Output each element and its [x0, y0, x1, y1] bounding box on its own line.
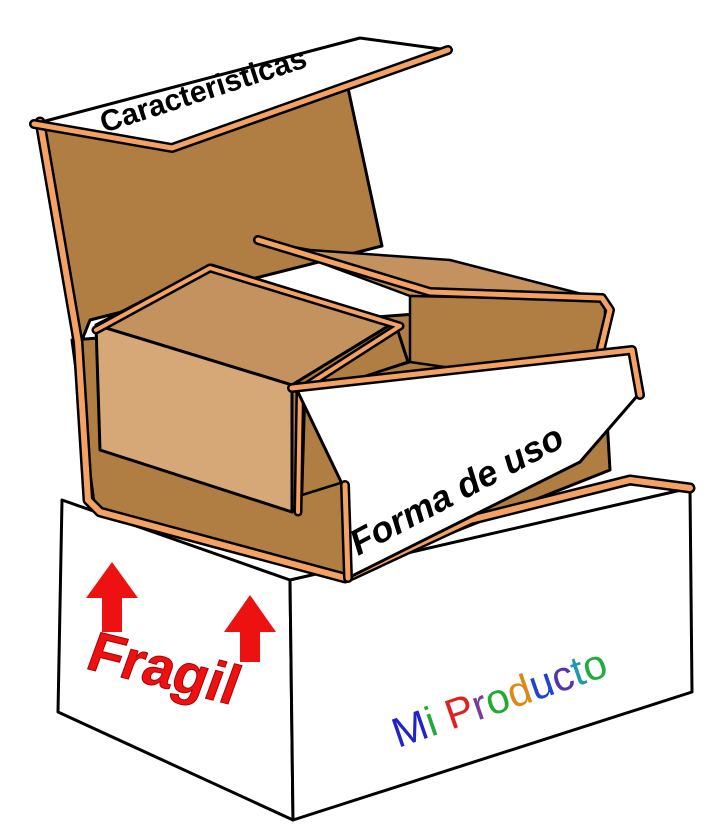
front-flap-rim-orange — [289, 347, 643, 398]
product-box-rim-orange — [94, 266, 402, 514]
up-arrow-icon — [86, 562, 138, 632]
product-label: Mi Producto — [386, 639, 613, 756]
up-arrow-icon — [224, 595, 276, 662]
box-right-face — [288, 486, 694, 822]
side-lid-rim-orange — [255, 237, 613, 355]
front-flap-left-rim-orange — [342, 482, 351, 581]
top-flap-rim-orange — [31, 47, 451, 151]
product-label-text: Mi Producto — [386, 639, 613, 756]
